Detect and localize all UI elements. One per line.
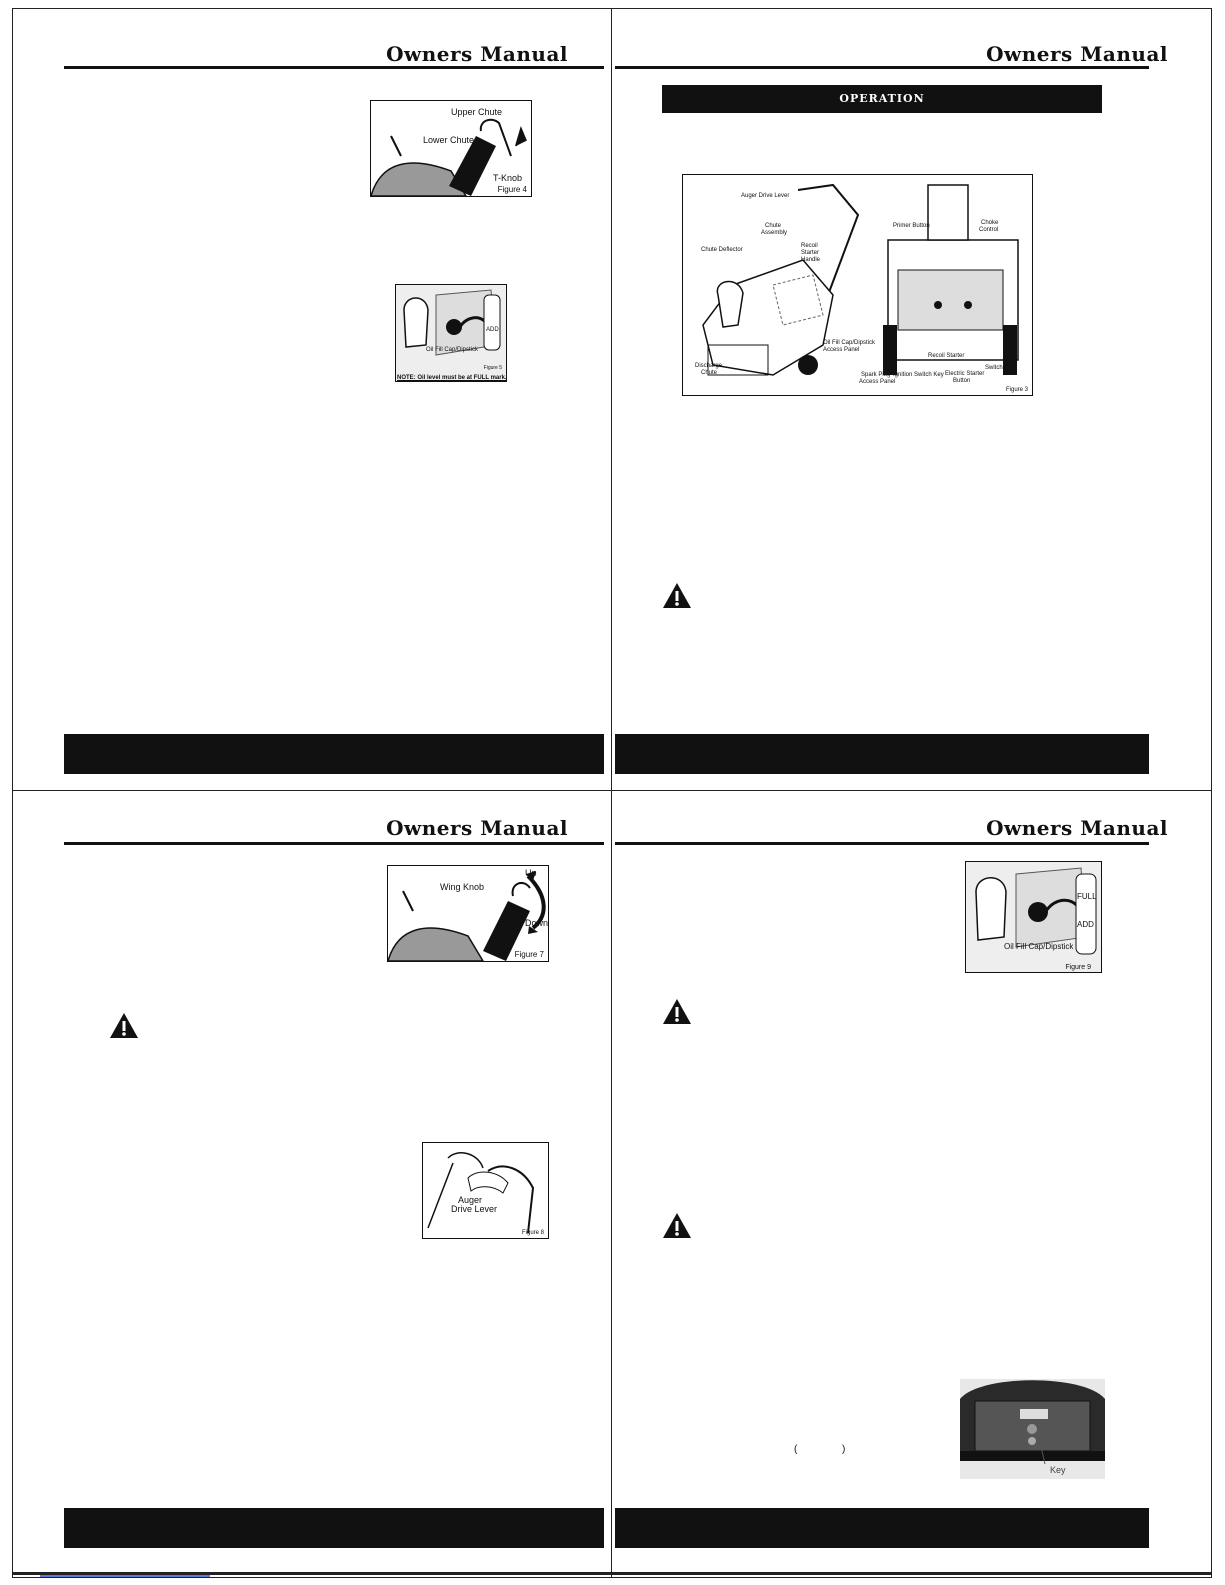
fig3-oil-1: Oil Fill Cap/Dipstick [823,340,876,346]
header-title: Owners Manual [986,816,1168,840]
figure-5: Oil Fill Cap/Dipstick ADD Figure 5 [395,284,507,382]
header-rule [64,842,604,845]
header-title: Owners Manual [986,42,1168,66]
figure-7: Wing Knob Up Down Figure 7 [387,865,549,962]
fig9-add-label: ADD [1077,920,1094,929]
panel-bottom-left: Owners Manual Wing Knob Up Down Figure 7… [12,792,612,1572]
fig3-switch-box: Switch Box [985,365,1015,371]
auger-lever-illustration [427,1152,535,1234]
footer-bar [64,734,604,774]
wing-knob-illustration [388,871,546,961]
warning-icon [663,999,691,1024]
fig4-lower-label: Lower Chute [423,135,475,145]
fig3-primer-label: Primer Button [893,223,930,229]
fig3-spark-1: Spark Plug [861,372,891,378]
footer-bar [615,1508,1149,1548]
panel-top-right: Owners Manual OPERATION Auger Drive Leve… [612,8,1212,788]
fig3-chute-assembly-2: Assembly [761,230,788,236]
fig3-discharge-2: Chute [701,370,718,376]
fig3-spark-2: Access Panel [859,379,896,385]
fig3-recoil-3: Handle [801,257,821,263]
fig7-down-label: Down [525,918,549,928]
bottom-rule [12,1572,1212,1575]
photo-key-label: Key [1050,1465,1066,1475]
fig7-knob-label: Wing Knob [440,882,485,892]
fig4-knob-label: T-Knob [493,173,523,183]
warning-icon [663,583,691,608]
fig3-auger-label: Auger Drive Lever [741,193,790,199]
fig8-label-1: Auger [458,1195,483,1205]
horizontal-divider [12,790,1212,791]
warning-icon [663,1213,691,1238]
header-title: Owners Manual [386,816,568,840]
fig3-recoil-2: Starter [801,250,820,256]
panel-bottom-right: Owners Manual Oil Fill Cap/Dipstick FULL… [612,792,1212,1572]
fig7-up-label: Up [525,868,537,878]
header-title: Owners Manual [386,42,568,66]
fig8-label-2: Drive Lever [451,1204,498,1214]
fig3-electric-2: Button [953,378,971,384]
paren-close: ) [842,1444,846,1455]
figure-4: Upper Chute Lower Chute T-Knob Figure 4 [370,100,532,197]
fig4-upper-label: Upper Chute [451,107,503,117]
fig9-full-label: FULL [1077,892,1097,901]
paren-open: ( [794,1444,798,1455]
fig3-caption: Figure 3 [1005,387,1028,393]
fig5-label: Oil Fill Cap/Dipstick [426,347,479,353]
fig9-caption: Figure 9 [1065,964,1091,971]
panel-top-left: Owners Manual Upper Chute Lower Chute T-… [12,8,612,788]
fig3-deflector-label: Chute Deflector [701,247,743,253]
vertical-divider [611,8,612,1578]
fig3-ignition: Ignition Switch Key [893,372,944,378]
fig3-recoil-starter: Recoil Starter [928,353,965,359]
fig3-oil-2: Access Panel [823,347,860,353]
fig9-label: Oil Fill Cap/Dipstick [1004,942,1074,951]
key-photo: Key [960,1379,1105,1479]
fig3-discharge-1: Discharge [695,363,723,369]
manual-sheet [12,8,1212,1578]
fig3-chute-assembly-1: Chute [765,223,782,229]
fig3-choke-2: Control [979,227,999,233]
fig8-caption: Figure 8 [521,1230,544,1236]
fig5-caption: Figure 5 [483,365,502,371]
fig4-caption: Figure 4 [497,185,527,194]
figure-8: Auger Drive Lever Figure 8 [422,1142,549,1239]
footer-bar [64,1508,604,1548]
oil-cap-illustration [396,285,506,381]
snowblower-diagram [702,183,1019,376]
warning-icon [110,1013,138,1038]
fig5-note: NOTE: Oil level must be at FULL mark. [397,375,507,381]
fig7-caption: Figure 7 [514,950,544,959]
header-rule [615,842,1149,845]
fig3-recoil-1: Recoil [801,243,818,249]
section-title-operation: OPERATION [662,85,1102,113]
key-photo-image [960,1379,1105,1479]
chute-illustration [371,118,527,196]
header-rule [615,66,1149,69]
oil-cap-illustration [966,862,1101,972]
header-rule [64,66,604,69]
link-underline [40,1575,210,1577]
fig3-choke-1: Choke [981,220,999,226]
footer-bar [615,734,1149,774]
fig5-add-label: ADD [486,327,499,333]
fig3-electric-1: Electric Starter [945,371,985,377]
figure-3: Auger Drive Lever Chute Assembly Recoil … [682,174,1033,396]
figure-9: Oil Fill Cap/Dipstick FULL ADD Figure 9 [965,861,1102,973]
